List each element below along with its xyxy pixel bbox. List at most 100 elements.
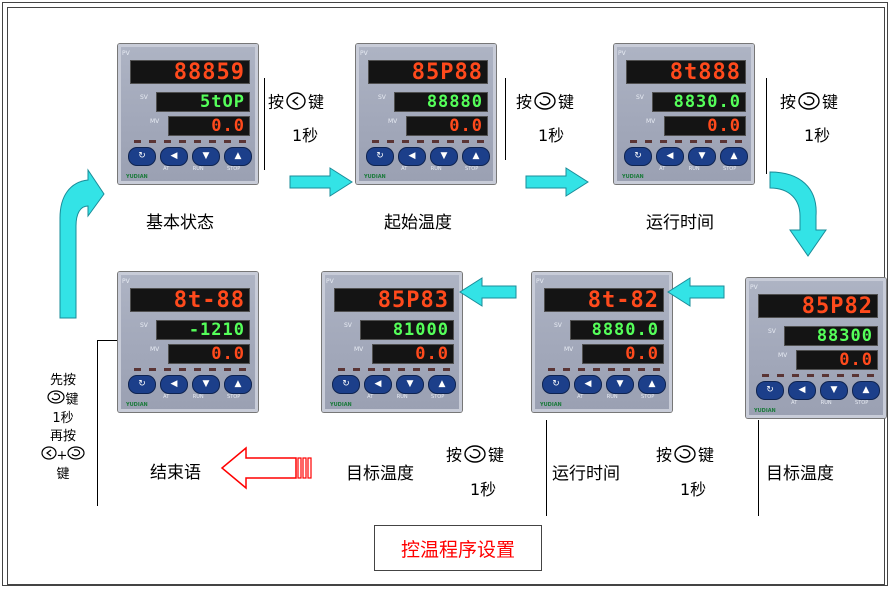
mv-display: 0.0 bbox=[406, 116, 488, 136]
mv-display: 0.0 bbox=[796, 350, 878, 370]
right-arrow bbox=[289, 167, 353, 197]
end-arrow-tail bbox=[302, 457, 307, 479]
label-run-time-mid: 运行时间 bbox=[552, 464, 620, 484]
right-arrow bbox=[525, 167, 589, 197]
label-target-temp-right: 目标温度 bbox=[766, 464, 834, 484]
curve-down-arrow bbox=[769, 171, 827, 257]
key-hint: 按键 bbox=[446, 445, 504, 467]
sv-display: 88300 bbox=[784, 326, 878, 346]
set-button: ↻ bbox=[128, 375, 156, 394]
left-arrow bbox=[459, 277, 517, 307]
end-arrow bbox=[220, 446, 297, 490]
left-button: ◀ bbox=[656, 147, 684, 166]
left-button: ◀ bbox=[160, 147, 188, 166]
up-button: ▲ bbox=[852, 381, 880, 400]
pointer-line bbox=[97, 340, 98, 506]
left-button: ◀ bbox=[398, 147, 426, 166]
set-key-icon bbox=[464, 445, 486, 467]
set-button: ↻ bbox=[624, 147, 652, 166]
up-button: ▲ bbox=[638, 375, 666, 394]
sv-display: 88880 bbox=[394, 92, 488, 112]
label-end: 结束语 bbox=[150, 463, 201, 483]
label-run-time: 运行时间 bbox=[646, 213, 714, 233]
sv-display: -1210 bbox=[156, 320, 250, 340]
pv-display: 8t-82 bbox=[544, 288, 664, 312]
pointer-line bbox=[758, 420, 759, 516]
curve-up-arrow bbox=[59, 168, 105, 319]
pv-display: 8t888 bbox=[626, 60, 746, 84]
pointer-line bbox=[97, 340, 121, 341]
pv-display: 85P83 bbox=[334, 288, 454, 312]
mv-display: 0.0 bbox=[664, 116, 746, 136]
pv-display: 88859 bbox=[130, 60, 250, 84]
mv-display: 0.0 bbox=[168, 116, 250, 136]
hold-duration: 1秒 bbox=[804, 126, 831, 145]
pv-display: 85P82 bbox=[758, 294, 878, 318]
down-button: ▼ bbox=[430, 147, 458, 166]
set-button: ↻ bbox=[366, 147, 394, 166]
pointer-line bbox=[766, 78, 767, 174]
brand-logo: YUDIAN bbox=[754, 408, 776, 414]
up-button: ▲ bbox=[224, 147, 252, 166]
set-key-icon bbox=[798, 92, 820, 114]
hold-duration: 1秒 bbox=[538, 126, 565, 145]
up-button: ▲ bbox=[428, 375, 456, 394]
side-note: 先按 键 1秒 再按 + 键 bbox=[32, 372, 94, 484]
label-basic-state: 基本状态 bbox=[146, 213, 214, 233]
pointer-line bbox=[264, 78, 265, 170]
sv-display: 81000 bbox=[360, 320, 454, 340]
left-button: ◀ bbox=[788, 381, 816, 400]
brand-logo: YUDIAN bbox=[330, 402, 352, 408]
pointer-line bbox=[505, 78, 506, 160]
pv-display: 85P88 bbox=[368, 60, 488, 84]
brand-logo: YUDIAN bbox=[364, 174, 386, 180]
key-hint: 按键 bbox=[780, 92, 838, 114]
set-key-icon bbox=[534, 92, 556, 114]
hold-duration: 1秒 bbox=[292, 126, 319, 145]
down-button: ▼ bbox=[192, 375, 220, 394]
up-button: ▲ bbox=[462, 147, 490, 166]
set-key-icon bbox=[67, 446, 86, 466]
left-arrow bbox=[667, 277, 725, 307]
pv-display: 8t-88 bbox=[130, 288, 250, 312]
hold-duration: 1秒 bbox=[470, 480, 497, 499]
key-hint: 按键 bbox=[656, 445, 714, 467]
down-button: ▼ bbox=[820, 381, 848, 400]
down-button: ▼ bbox=[688, 147, 716, 166]
end-arrow-tail bbox=[297, 457, 302, 479]
down-button: ▼ bbox=[396, 375, 424, 394]
left-button: ◀ bbox=[160, 375, 188, 394]
mv-display: 0.0 bbox=[168, 344, 250, 364]
down-button: ▼ bbox=[192, 147, 220, 166]
label-target-temp-left: 目标温度 bbox=[346, 464, 414, 484]
key-hint: 按键 bbox=[516, 92, 574, 114]
left-key-icon bbox=[40, 446, 57, 466]
key-hint: 按键 bbox=[268, 92, 324, 114]
sv-display: 5tOP bbox=[156, 92, 250, 112]
set-button: ↻ bbox=[128, 147, 156, 166]
set-button: ↻ bbox=[542, 375, 570, 394]
up-button: ▲ bbox=[720, 147, 748, 166]
left-key-icon bbox=[286, 92, 306, 114]
brand-logo: YUDIAN bbox=[622, 174, 644, 180]
set-key-icon bbox=[47, 390, 66, 410]
page-title: 控温程序设置 bbox=[374, 525, 542, 571]
sv-display: 8880.0 bbox=[570, 320, 664, 340]
left-button: ◀ bbox=[364, 375, 392, 394]
end-arrow-tail bbox=[307, 457, 312, 479]
set-button: ↻ bbox=[332, 375, 360, 394]
set-key-icon bbox=[674, 445, 696, 467]
brand-logo: YUDIAN bbox=[540, 402, 562, 408]
pointer-line bbox=[546, 420, 547, 516]
mv-display: 0.0 bbox=[372, 344, 454, 364]
set-button: ↻ bbox=[756, 381, 784, 400]
brand-logo: YUDIAN bbox=[126, 174, 148, 180]
down-button: ▼ bbox=[606, 375, 634, 394]
mv-display: 0.0 bbox=[582, 344, 664, 364]
